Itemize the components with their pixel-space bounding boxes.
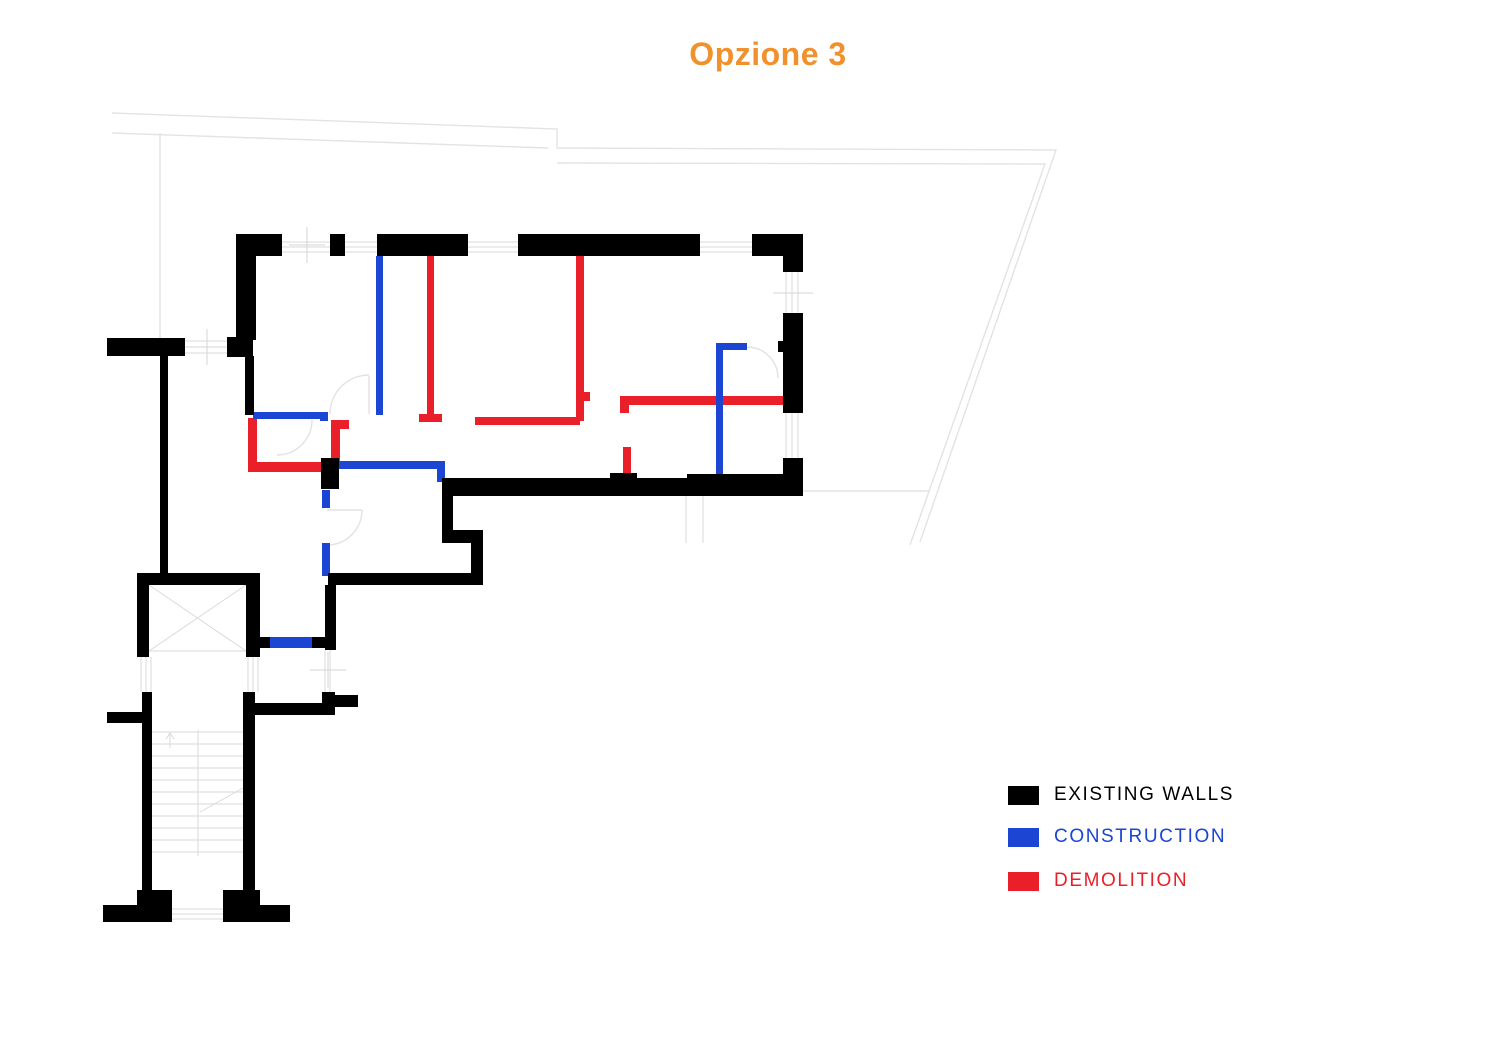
elevator-cross: [148, 584, 247, 652]
existing-walls-swatch-icon: [1008, 785, 1039, 805]
legend-item-construction: CONSTRUCTION: [1008, 826, 1227, 847]
demolition-swatch-icon: [1008, 871, 1039, 891]
legend-item-demolition: DEMOLITION: [1008, 870, 1189, 891]
construction-walls: [253, 256, 747, 648]
legend-item-existing-walls: EXISTING WALLS: [1008, 784, 1235, 805]
door-arcs: [276, 346, 779, 546]
dimension-ticks: [189, 227, 813, 688]
existing-walls: [103, 234, 803, 922]
stair-treads: [152, 730, 245, 856]
legend-label-existing-walls: EXISTING WALLS: [1054, 784, 1235, 805]
legend-label-construction: CONSTRUCTION: [1054, 826, 1227, 847]
site-outline: [111, 112, 1057, 546]
demolition-walls: [248, 256, 783, 478]
construction-swatch-icon: [1008, 827, 1039, 847]
page-title: Opzione 3: [689, 36, 847, 72]
legend-label-demolition: DEMOLITION: [1054, 870, 1189, 891]
